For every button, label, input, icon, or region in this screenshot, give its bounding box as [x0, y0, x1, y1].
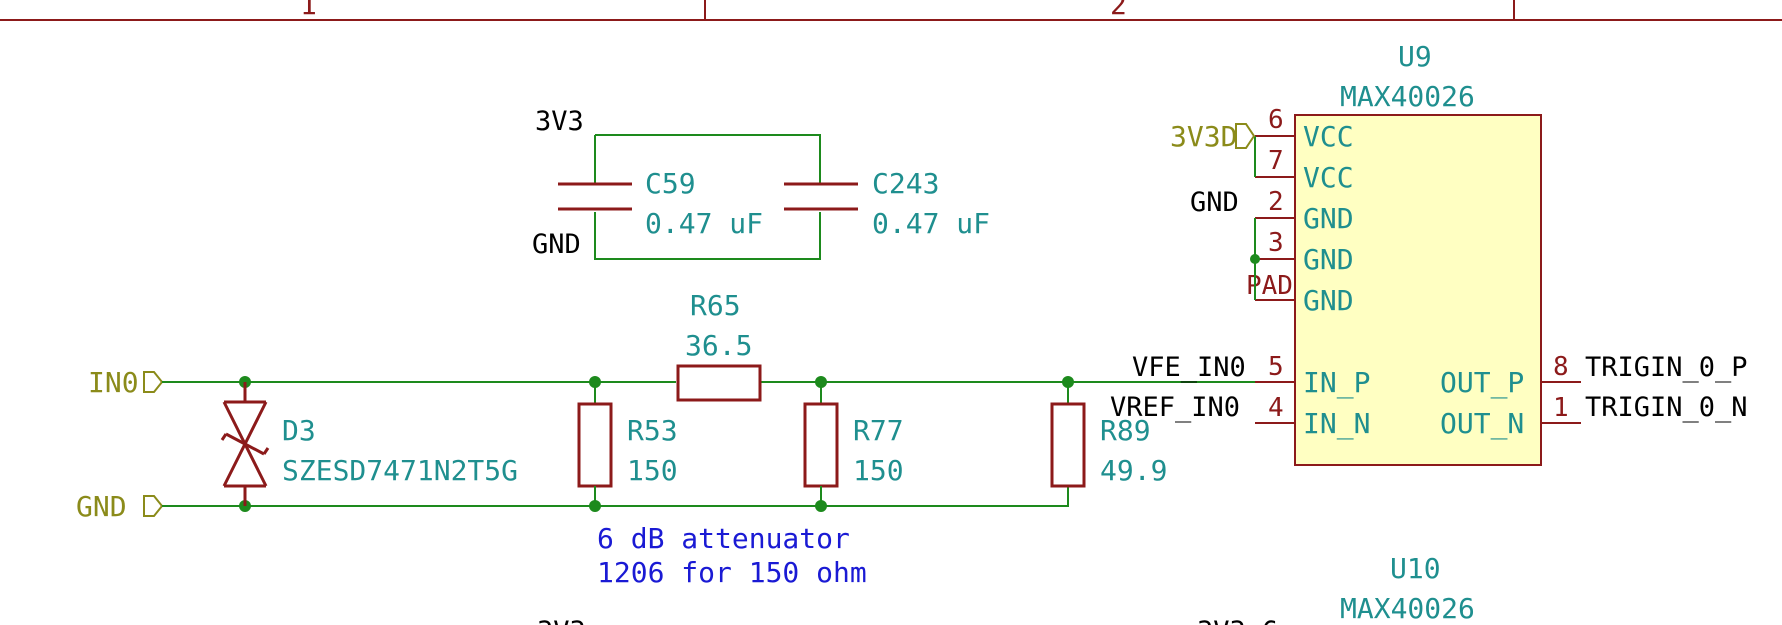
u9-pin-name-gnd-3: GND [1303, 243, 1354, 276]
u9-pin-num-2: 2 [1268, 187, 1284, 217]
u9-pin-num-3: 3 [1268, 228, 1284, 258]
u9-pin-name-vcc-6: VCC [1303, 120, 1354, 153]
u10-ref: U10 [1390, 552, 1441, 585]
zone-label-2: 2 [1110, 0, 1127, 21]
u9-power-label: 3V3D [1170, 120, 1237, 153]
sheet-border: 1 2 [0, 0, 1782, 21]
note-line-2: 1206 for 150 ohm [597, 556, 867, 589]
u9-pin-num-5: 5 [1268, 352, 1284, 382]
u10-power-label-right: 3V3 6 [1197, 616, 1278, 625]
r53-ref: R53 [627, 414, 678, 447]
r77-ref: R77 [853, 414, 904, 447]
resistor-r89[interactable]: R89 49.9 [1050, 382, 1167, 488]
u9-pin-num-8: 8 [1553, 352, 1569, 382]
input-network: IN0 GND D3 SZESD7471N2T5G [76, 289, 1167, 589]
decoupling-caps: 3V3 GND C59 0.47 uF C243 0.47 uF [532, 106, 990, 260]
in0-flag [143, 371, 164, 393]
c59-value: 0.47 uF [645, 207, 763, 240]
u9-pin-name-out-p: OUT_P [1440, 366, 1524, 400]
u9-pin-num-4: 4 [1268, 393, 1284, 423]
u10-power-label: 3V3 [537, 616, 586, 625]
diode-d3[interactable]: D3 SZESD7471N2T5G [220, 382, 518, 506]
u9-out-p-net: TRIGIN_0_P [1585, 352, 1748, 383]
u9-pin-name-vcc-7: VCC [1303, 161, 1354, 194]
u9-pin-num-7: 7 [1268, 146, 1284, 176]
r65-value: 36.5 [685, 329, 752, 362]
u9-out-n-net: TRIGIN_0_N [1585, 392, 1748, 423]
u9-ref: U9 [1398, 40, 1432, 73]
u9-pin-num-1: 1 [1553, 393, 1569, 423]
ic-u9[interactable]: U9 MAX40026 6 7 2 3 PAD 5 4 VCC VCC GND … [1110, 40, 1748, 466]
u9-in-p-net: VFE_IN0 [1132, 352, 1246, 383]
u9-pin-num-6: 6 [1268, 105, 1284, 135]
u9-in-n-net: VREF_IN0 [1110, 392, 1240, 423]
cap-bottom-wire [594, 212, 821, 260]
cap-top-wire [595, 134, 821, 177]
ic-u10[interactable]: U10 MAX40026 3V3 3V3 6 [537, 552, 1475, 625]
r53-value: 150 [627, 454, 678, 487]
r77-value: 150 [853, 454, 904, 487]
d3-ref: D3 [282, 414, 316, 447]
resistor-r77[interactable]: R77 150 [803, 382, 904, 506]
u9-pin-name-gnd-pad: GND [1303, 284, 1354, 317]
u9-gnd-net: GND [1190, 187, 1239, 218]
gnd-flag [143, 495, 164, 517]
u9-pin-name-gnd-2: GND [1303, 202, 1354, 235]
c243-ref: C243 [872, 167, 939, 200]
u9-value: MAX40026 [1340, 80, 1475, 113]
u9-pin-num-pad: PAD [1246, 271, 1293, 301]
u9-pin-name-in-p: IN_P [1303, 366, 1370, 400]
u9-body [1294, 114, 1542, 466]
u9-power-flag [1235, 123, 1256, 149]
u10-value: MAX40026 [1340, 592, 1475, 625]
resistor-r53[interactable]: R53 150 [577, 382, 678, 506]
d3-value: SZESD7471N2T5G [282, 454, 518, 487]
note-line-1: 6 dB attenuator [597, 522, 850, 555]
u9-pin-name-out-n: OUT_N [1440, 407, 1524, 441]
gnd-input-label: GND [76, 490, 127, 523]
r89-ref: R89 [1100, 414, 1151, 447]
r89-value: 49.9 [1100, 454, 1167, 487]
zone-label-1: 1 [300, 0, 317, 21]
u9-pin-name-in-n: IN_N [1303, 407, 1370, 441]
r65-ref: R65 [690, 289, 741, 322]
in0-label: IN0 [88, 366, 139, 399]
c243-value: 0.47 uF [872, 207, 990, 240]
ground-label-gnd: GND [532, 229, 581, 260]
resistor-r65[interactable]: R65 36.5 [676, 289, 762, 402]
capacitor-c243[interactable]: C243 0.47 uF [784, 167, 990, 240]
power-label-3v3: 3V3 [535, 106, 584, 137]
capacitor-c59[interactable]: C59 0.47 uF [558, 167, 763, 240]
c59-ref: C59 [645, 167, 696, 200]
